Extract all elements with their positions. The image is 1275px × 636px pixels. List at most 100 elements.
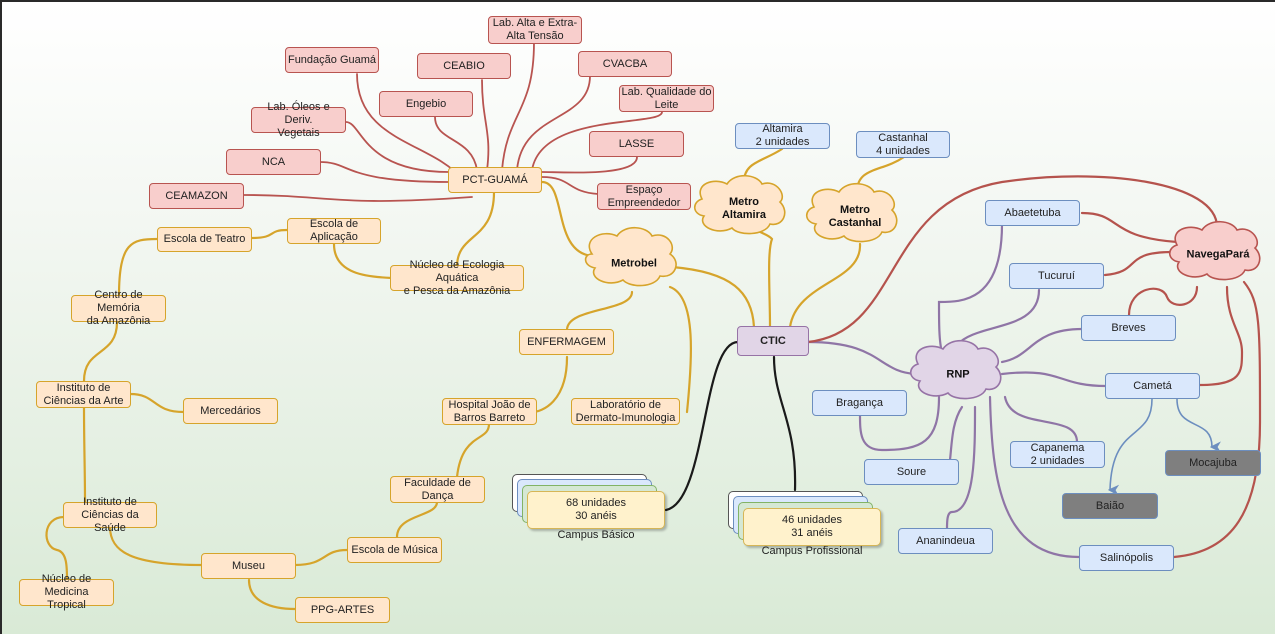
edge-rnp-soure: [948, 405, 964, 462]
edge-cameta-mocajuba: [1176, 398, 1221, 453]
node-enfermagem[interactable]: ENFERMAGEM: [519, 329, 614, 355]
edge-rnp-capanema: [1003, 395, 1079, 444]
edge-pct-ceabio: [481, 79, 490, 171]
node-ceabio[interactable]: CEABIO: [417, 53, 511, 79]
node-lasse[interactable]: LASSE: [589, 131, 684, 157]
node-museu[interactable]: Museu: [201, 553, 296, 579]
edge-rnp-tucurui: [955, 288, 1041, 347]
edge-pct-engebio: [434, 116, 478, 171]
edge-navega-cameta: [1198, 285, 1244, 387]
node-ananindeua[interactable]: Ananindeua: [898, 528, 993, 554]
node-escola-musica[interactable]: Escola de Música: [347, 537, 442, 563]
node-espaco-empreendedor[interactable]: Espaço Empreendedor: [597, 183, 691, 210]
cloud-metrobel: [584, 226, 677, 287]
edge-saude-medicina: [45, 515, 69, 582]
node-lab-oleos[interactable]: Lab. Óleos e Deriv. Vegetais: [251, 101, 346, 139]
edge-metrobel-enfermagem: [565, 290, 634, 332]
edge-pct-cvacba: [516, 75, 591, 171]
node-castanhal-unidades[interactable]: Castanhal 4 unidades: [856, 131, 950, 158]
node-altamira-unidades[interactable]: Altamira 2 unidades: [735, 123, 830, 149]
edge-enfermagem-hospital: [530, 355, 569, 414]
campus-basico-card: 68 unidades 30 anéis: [527, 491, 665, 529]
edge-centro-teatro: [117, 237, 159, 298]
edge-navega-breves: [1127, 285, 1199, 317]
label-metrobel[interactable]: Metrobel: [611, 257, 657, 270]
node-nca[interactable]: NCA: [226, 149, 321, 175]
edge-pct-labalta: [501, 41, 535, 171]
edge-rnp-ananindeua: [945, 405, 977, 531]
edge-aplicacao-nucleo: [332, 242, 394, 280]
cloud-metro-castanhal: [805, 182, 898, 243]
cloud-metro-altamira: [693, 174, 786, 235]
node-nucleo-ecologia[interactable]: Núcleo de Ecologia Aquática e Pesca da A…: [390, 259, 524, 297]
edge-pct-metrobel: [540, 180, 594, 258]
edge-rnp-cameta: [1000, 371, 1108, 388]
node-instituto-arte[interactable]: Instituto de Ciências da Arte: [36, 381, 131, 408]
edge-ctic-castanhal: [788, 242, 862, 329]
label-metro-altamira[interactable]: Metro Altamira: [721, 196, 767, 221]
edge-pct-nucleo: [455, 190, 496, 269]
node-lab-alta-tensao[interactable]: Lab. Alta e Extra- Alta Tensão: [488, 16, 582, 44]
edge-cameta-baiao: [1107, 398, 1153, 496]
edge-metrobel-ctic: [670, 265, 756, 329]
campus-profissional-label: Campus Profissional: [761, 545, 863, 557]
node-fundacao-guama[interactable]: Fundação Guamá: [285, 47, 379, 73]
node-soure[interactable]: Soure: [864, 459, 959, 485]
edge-ctic-navegapara: [806, 175, 1219, 344]
edge-ctic-profissional: [772, 355, 797, 492]
node-escola-aplicacao[interactable]: Escola de Aplicação: [287, 218, 381, 244]
node-pct-guama[interactable]: PCT-GUAMÁ: [448, 167, 542, 193]
edge-arte-mercedarios: [128, 392, 186, 414]
edge-rnp-abaetetuba: [937, 222, 1004, 354]
edge-rnp-salinopolis: [988, 395, 1081, 559]
edge-pct-espaco: [541, 176, 599, 195]
edge-saude-arte: [82, 405, 87, 504]
node-mocajuba[interactable]: Mocajuba: [1165, 450, 1261, 476]
node-cameta[interactable]: Cametá: [1105, 373, 1200, 399]
node-abaetetuba[interactable]: Abaetetuba: [985, 200, 1080, 226]
node-braganca[interactable]: Bragança: [812, 390, 907, 416]
edge-ctic-basico: [664, 340, 740, 512]
label-metro-castanhal[interactable]: Metro Castanhal: [828, 204, 882, 229]
node-lab-qualidade-leite[interactable]: Lab. Qualidade do Leite: [619, 85, 714, 112]
edge-teatro-aplicacao: [250, 228, 289, 240]
edge-navega-abaetetuba: [1080, 211, 1179, 244]
edge-musica-museu: [293, 548, 349, 567]
node-mercedarios[interactable]: Mercedários: [183, 398, 278, 424]
node-salinopolis[interactable]: Salinópolis: [1079, 545, 1174, 571]
edge-pct-lasse: [541, 156, 638, 174]
node-ctic[interactable]: CTIC: [737, 326, 809, 356]
node-laboratorio[interactable]: Laboratório de Dermato-Imunologia: [571, 398, 680, 425]
edge-ctic-rnp: [806, 340, 918, 376]
node-centro-memoria[interactable]: Centro de Memória da Amazônia: [71, 289, 166, 327]
edge-museu-saude: [108, 525, 204, 567]
node-tucurui[interactable]: Tucuruí: [1009, 263, 1104, 289]
node-escola-teatro[interactable]: Escola de Teatro: [157, 227, 252, 252]
node-baiao[interactable]: Baião: [1062, 493, 1158, 519]
campus-basico-label: Campus Básico: [557, 529, 635, 541]
campus-profissional-card: 46 unidades 31 anéis: [743, 508, 881, 546]
node-capanema[interactable]: Capanema 2 unidades: [1010, 441, 1105, 468]
node-ceamazon[interactable]: CEAMAZON: [149, 183, 244, 209]
edge-rnp-breves: [1000, 327, 1084, 364]
node-breves[interactable]: Breves: [1081, 315, 1176, 341]
node-cvacba[interactable]: CVACBA: [578, 51, 672, 77]
label-rnp[interactable]: RNP: [946, 368, 970, 381]
node-hospital[interactable]: Hospital João de Barros Barreto: [442, 398, 537, 425]
node-instituto-saude[interactable]: Instituto de Ciências da Saúde: [63, 496, 157, 534]
edge-hospital-danca: [455, 422, 491, 479]
node-engebio[interactable]: Engebio: [379, 91, 473, 117]
edge-museu-ppg: [247, 578, 297, 611]
edge-pct-nca: [319, 161, 450, 183]
label-navegapara[interactable]: NavegaPará: [1186, 248, 1250, 261]
edge-metrobel-lab: [668, 285, 693, 414]
node-faculdade-danca[interactable]: Faculdade de Dança: [390, 476, 485, 503]
edge-navega-salinopolis: [1172, 280, 1262, 559]
cloud-navegapara: [1168, 220, 1261, 281]
edge-pct-labqualidade: [531, 111, 663, 171]
node-nucleo-medicina[interactable]: Núcleo de Medicina Tropical: [19, 573, 114, 611]
edge-arte-centro: [82, 320, 119, 383]
node-ppg-artes[interactable]: PPG-ARTES: [295, 597, 390, 623]
